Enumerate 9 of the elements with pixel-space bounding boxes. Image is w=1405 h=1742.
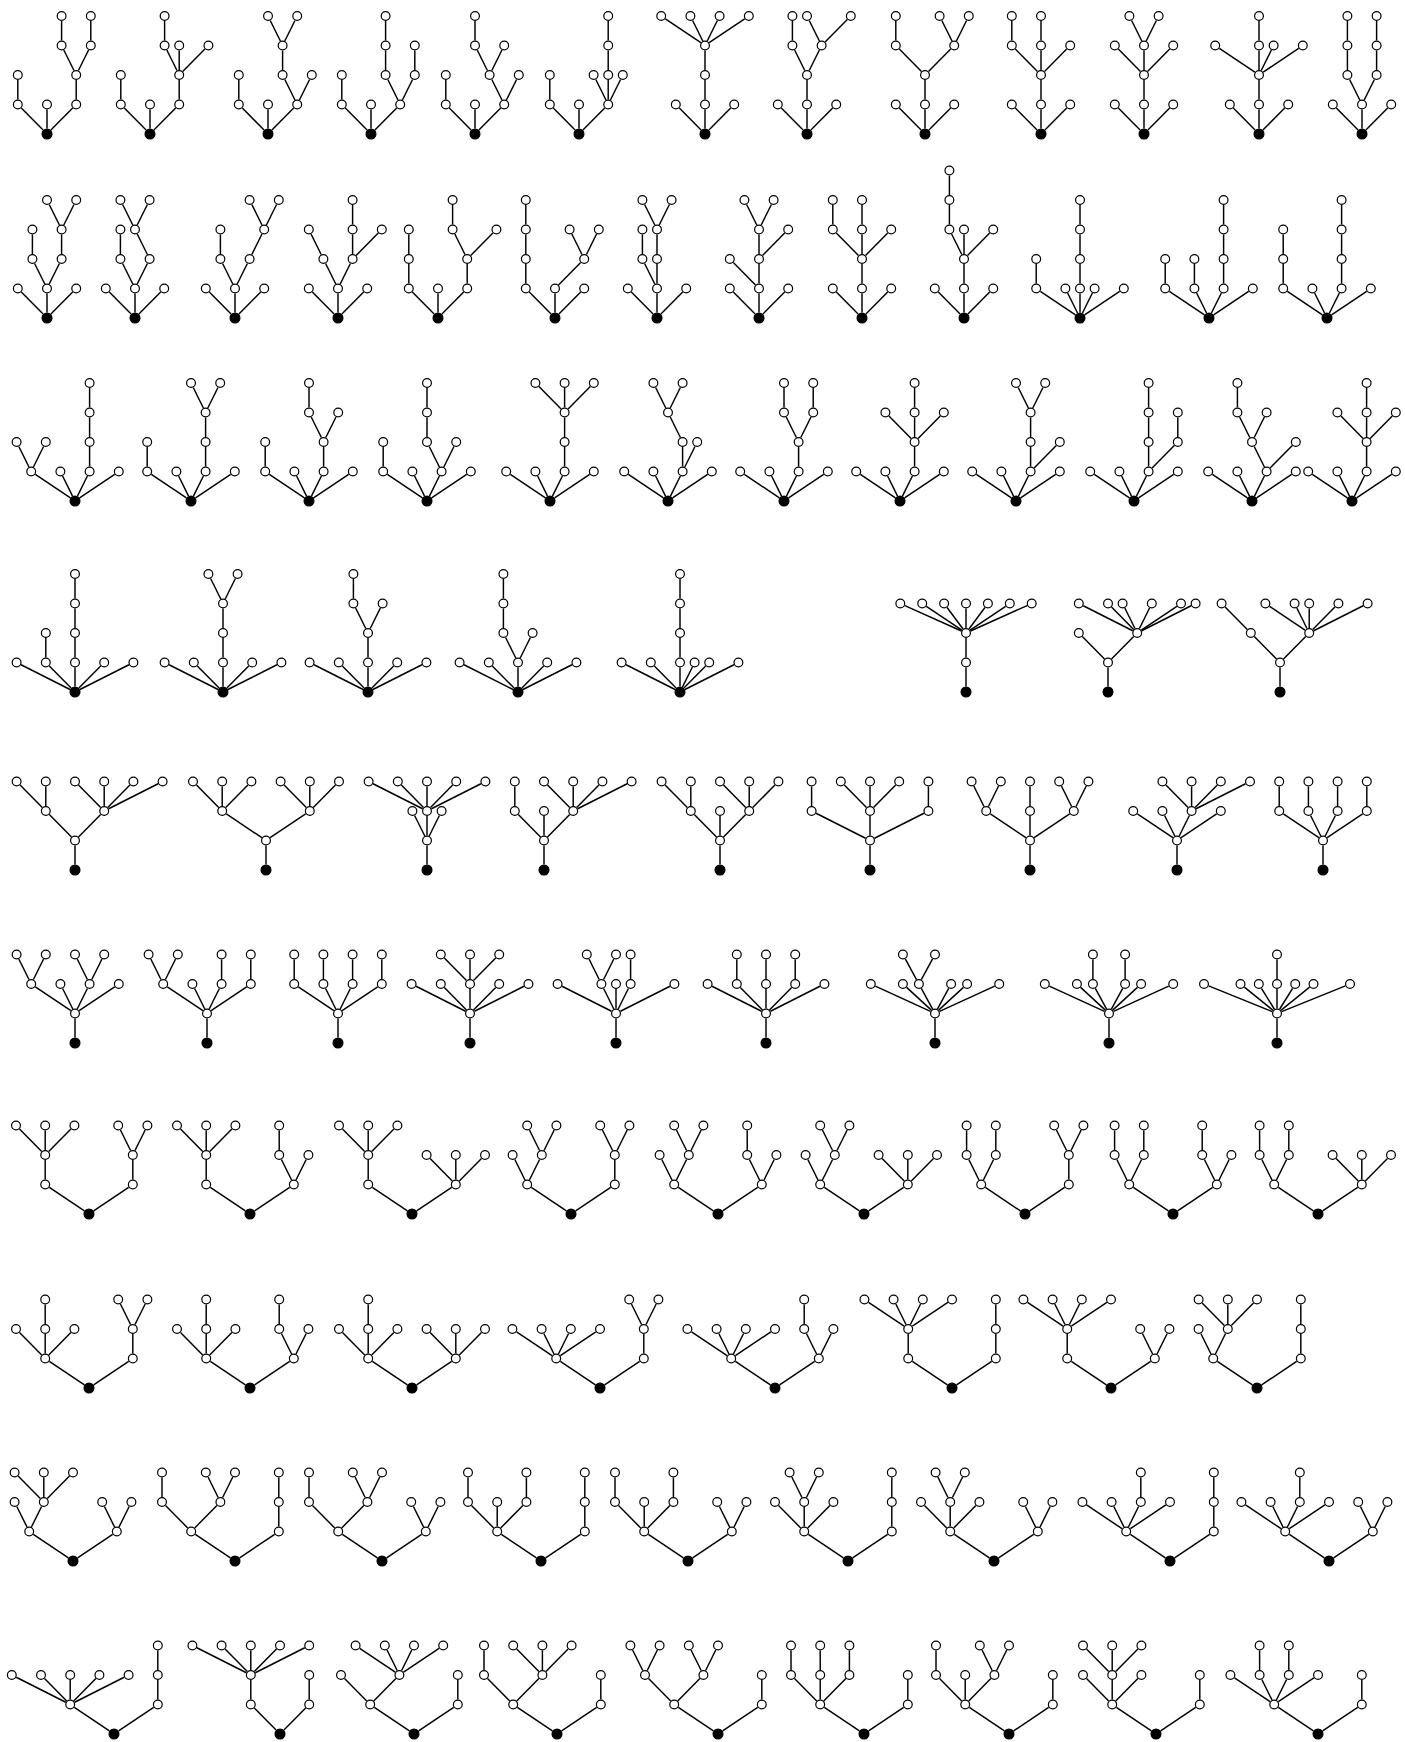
root-dot <box>551 1728 563 1740</box>
root-dot <box>858 1728 870 1740</box>
root-dot <box>712 1728 724 1740</box>
root-dot <box>274 1728 286 1740</box>
root-dot <box>408 1728 420 1740</box>
root-dot <box>1150 1728 1162 1740</box>
root-dot <box>1312 1728 1324 1740</box>
root-dot <box>108 1728 120 1740</box>
root-dot <box>1003 1728 1015 1740</box>
